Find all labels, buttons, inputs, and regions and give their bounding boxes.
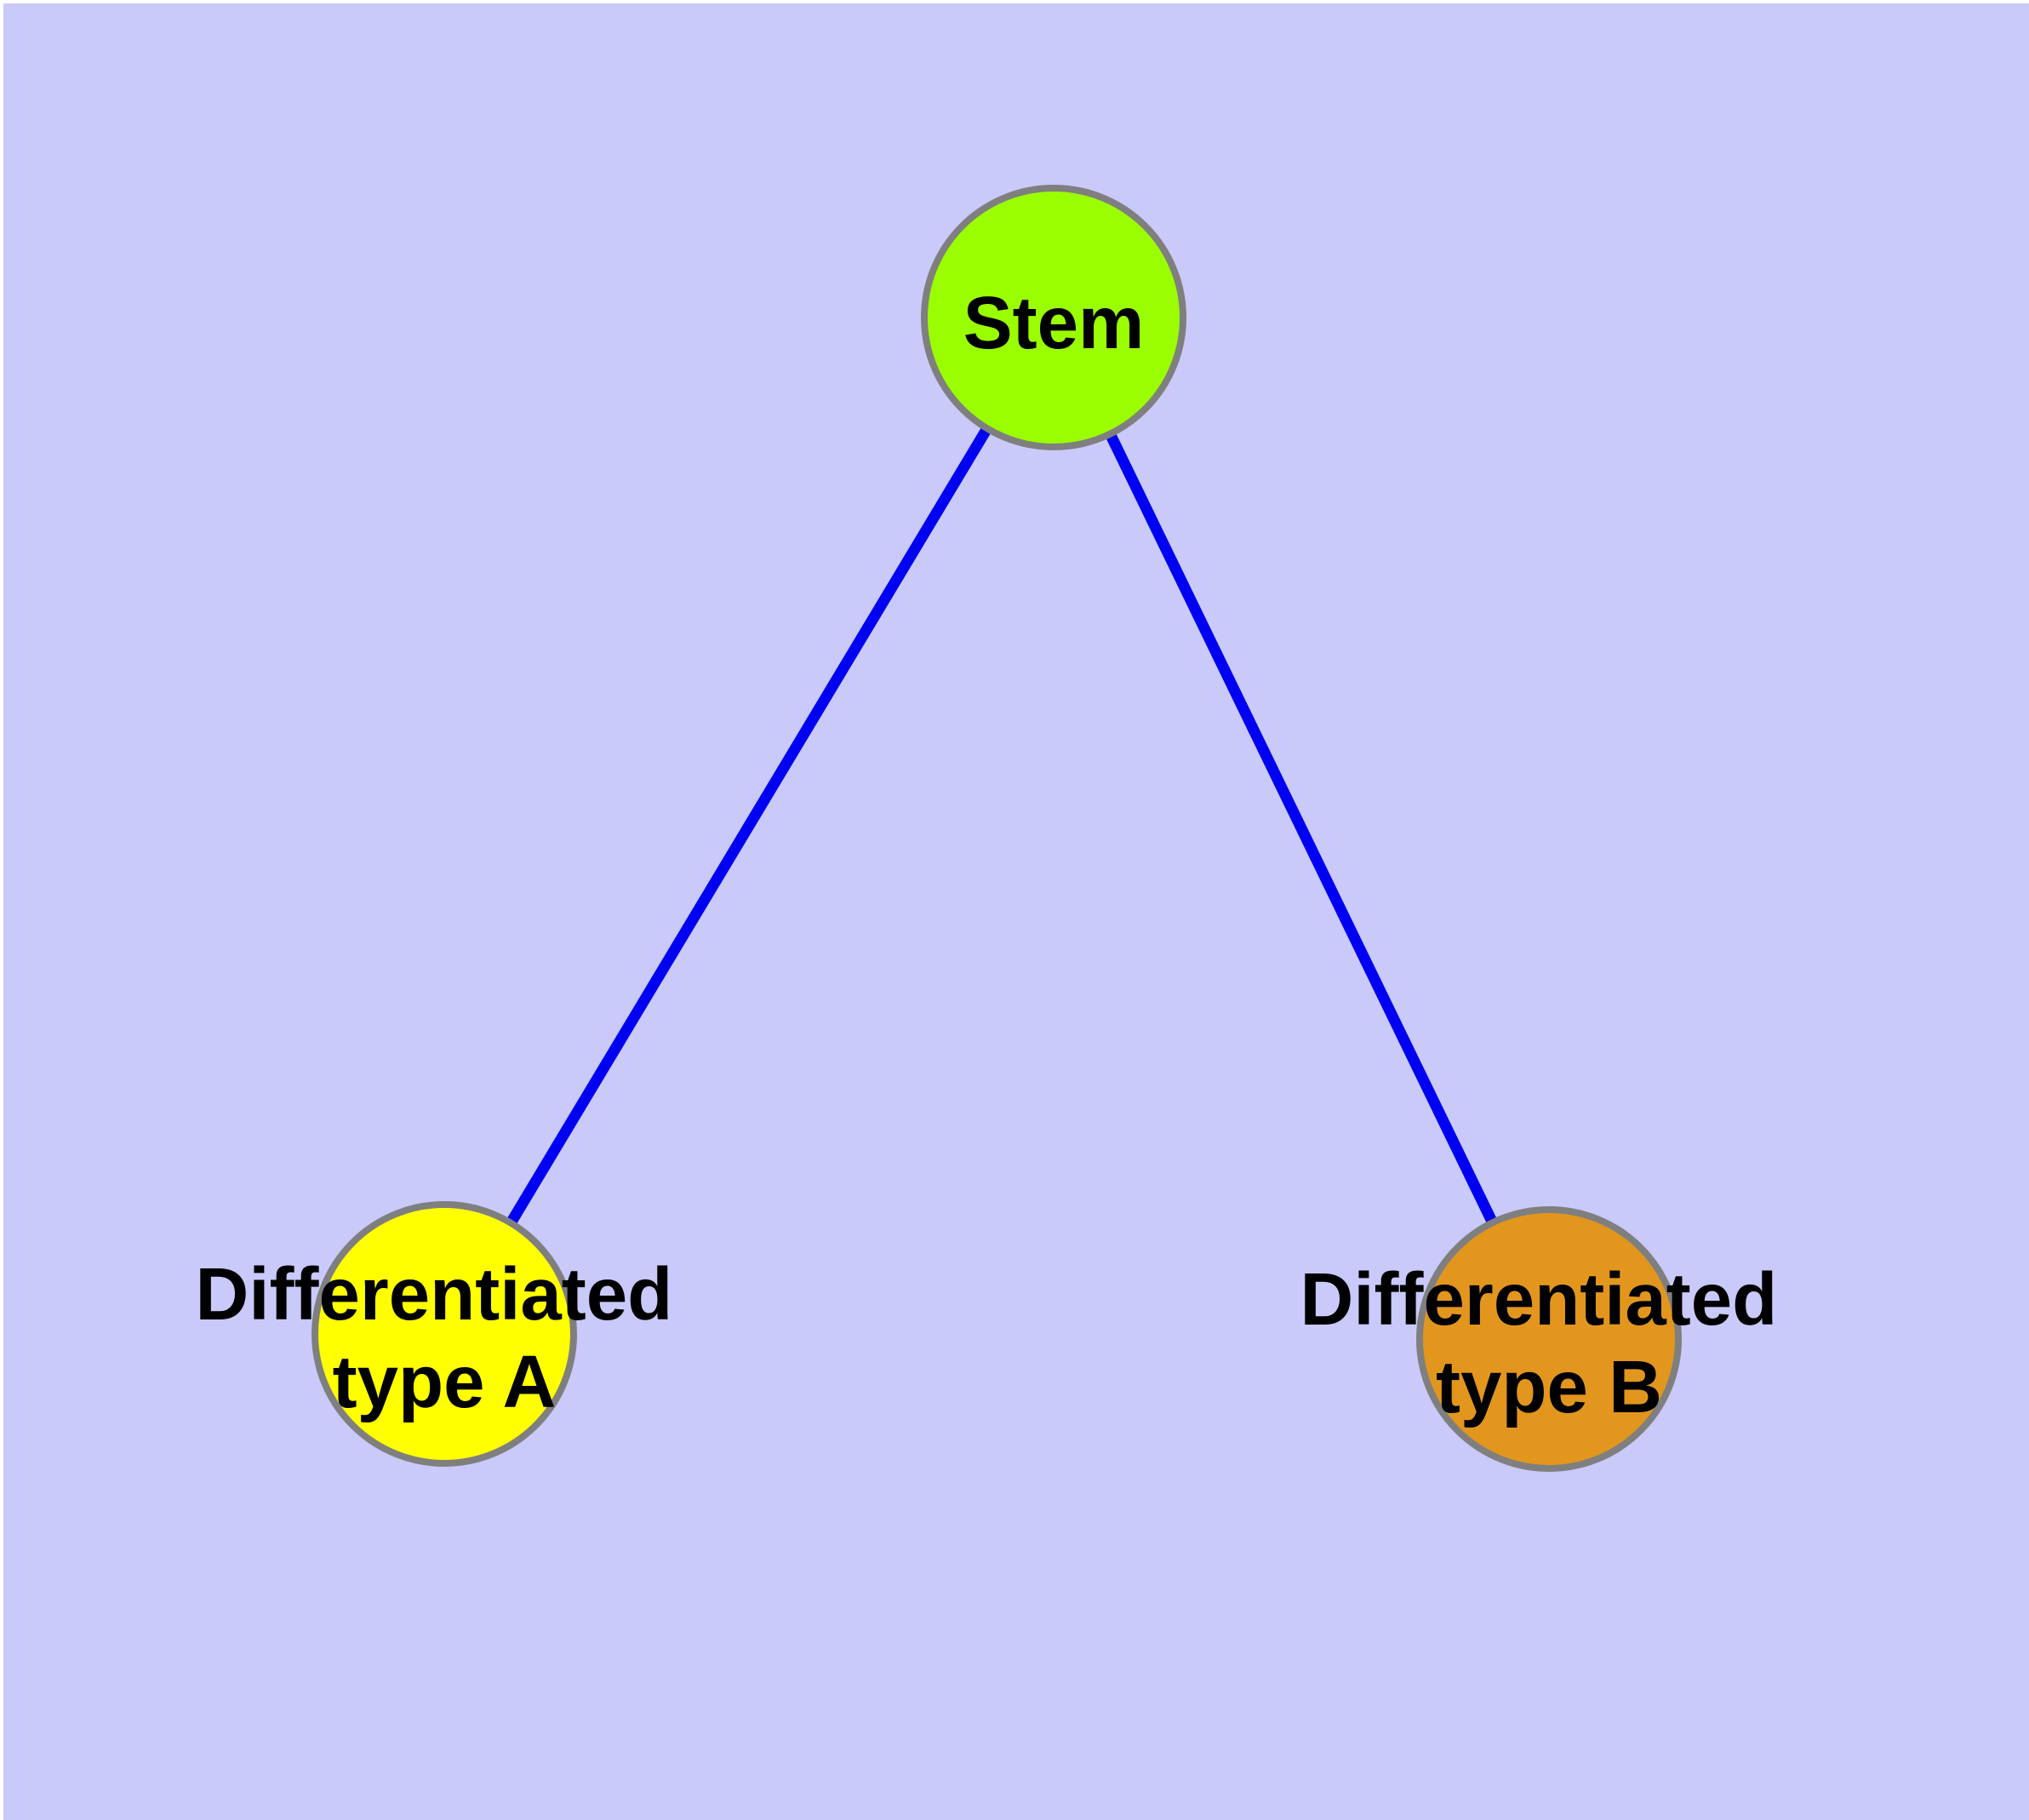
node-differentiated-type-a: Differentiated type A: [196, 1201, 694, 1467]
node-differentiated-type-a-label: Differentiated type A: [196, 1253, 694, 1423]
node-differentiated-type-b-label: Differentiated type B: [1300, 1258, 1798, 1428]
edge-stem-to-type-b: [1049, 315, 1554, 1342]
node-stem: Stem: [921, 185, 1186, 450]
node-differentiated-type-a-circle: [311, 1201, 577, 1467]
node-differentiated-type-b: Differentiated type B: [1300, 1206, 1798, 1472]
node-differentiated-type-b-circle: [1416, 1206, 1682, 1472]
node-stem-label: Stem: [963, 282, 1145, 364]
node-stem-circle: [921, 185, 1186, 450]
edge-stem-to-type-a: [439, 314, 1059, 1337]
